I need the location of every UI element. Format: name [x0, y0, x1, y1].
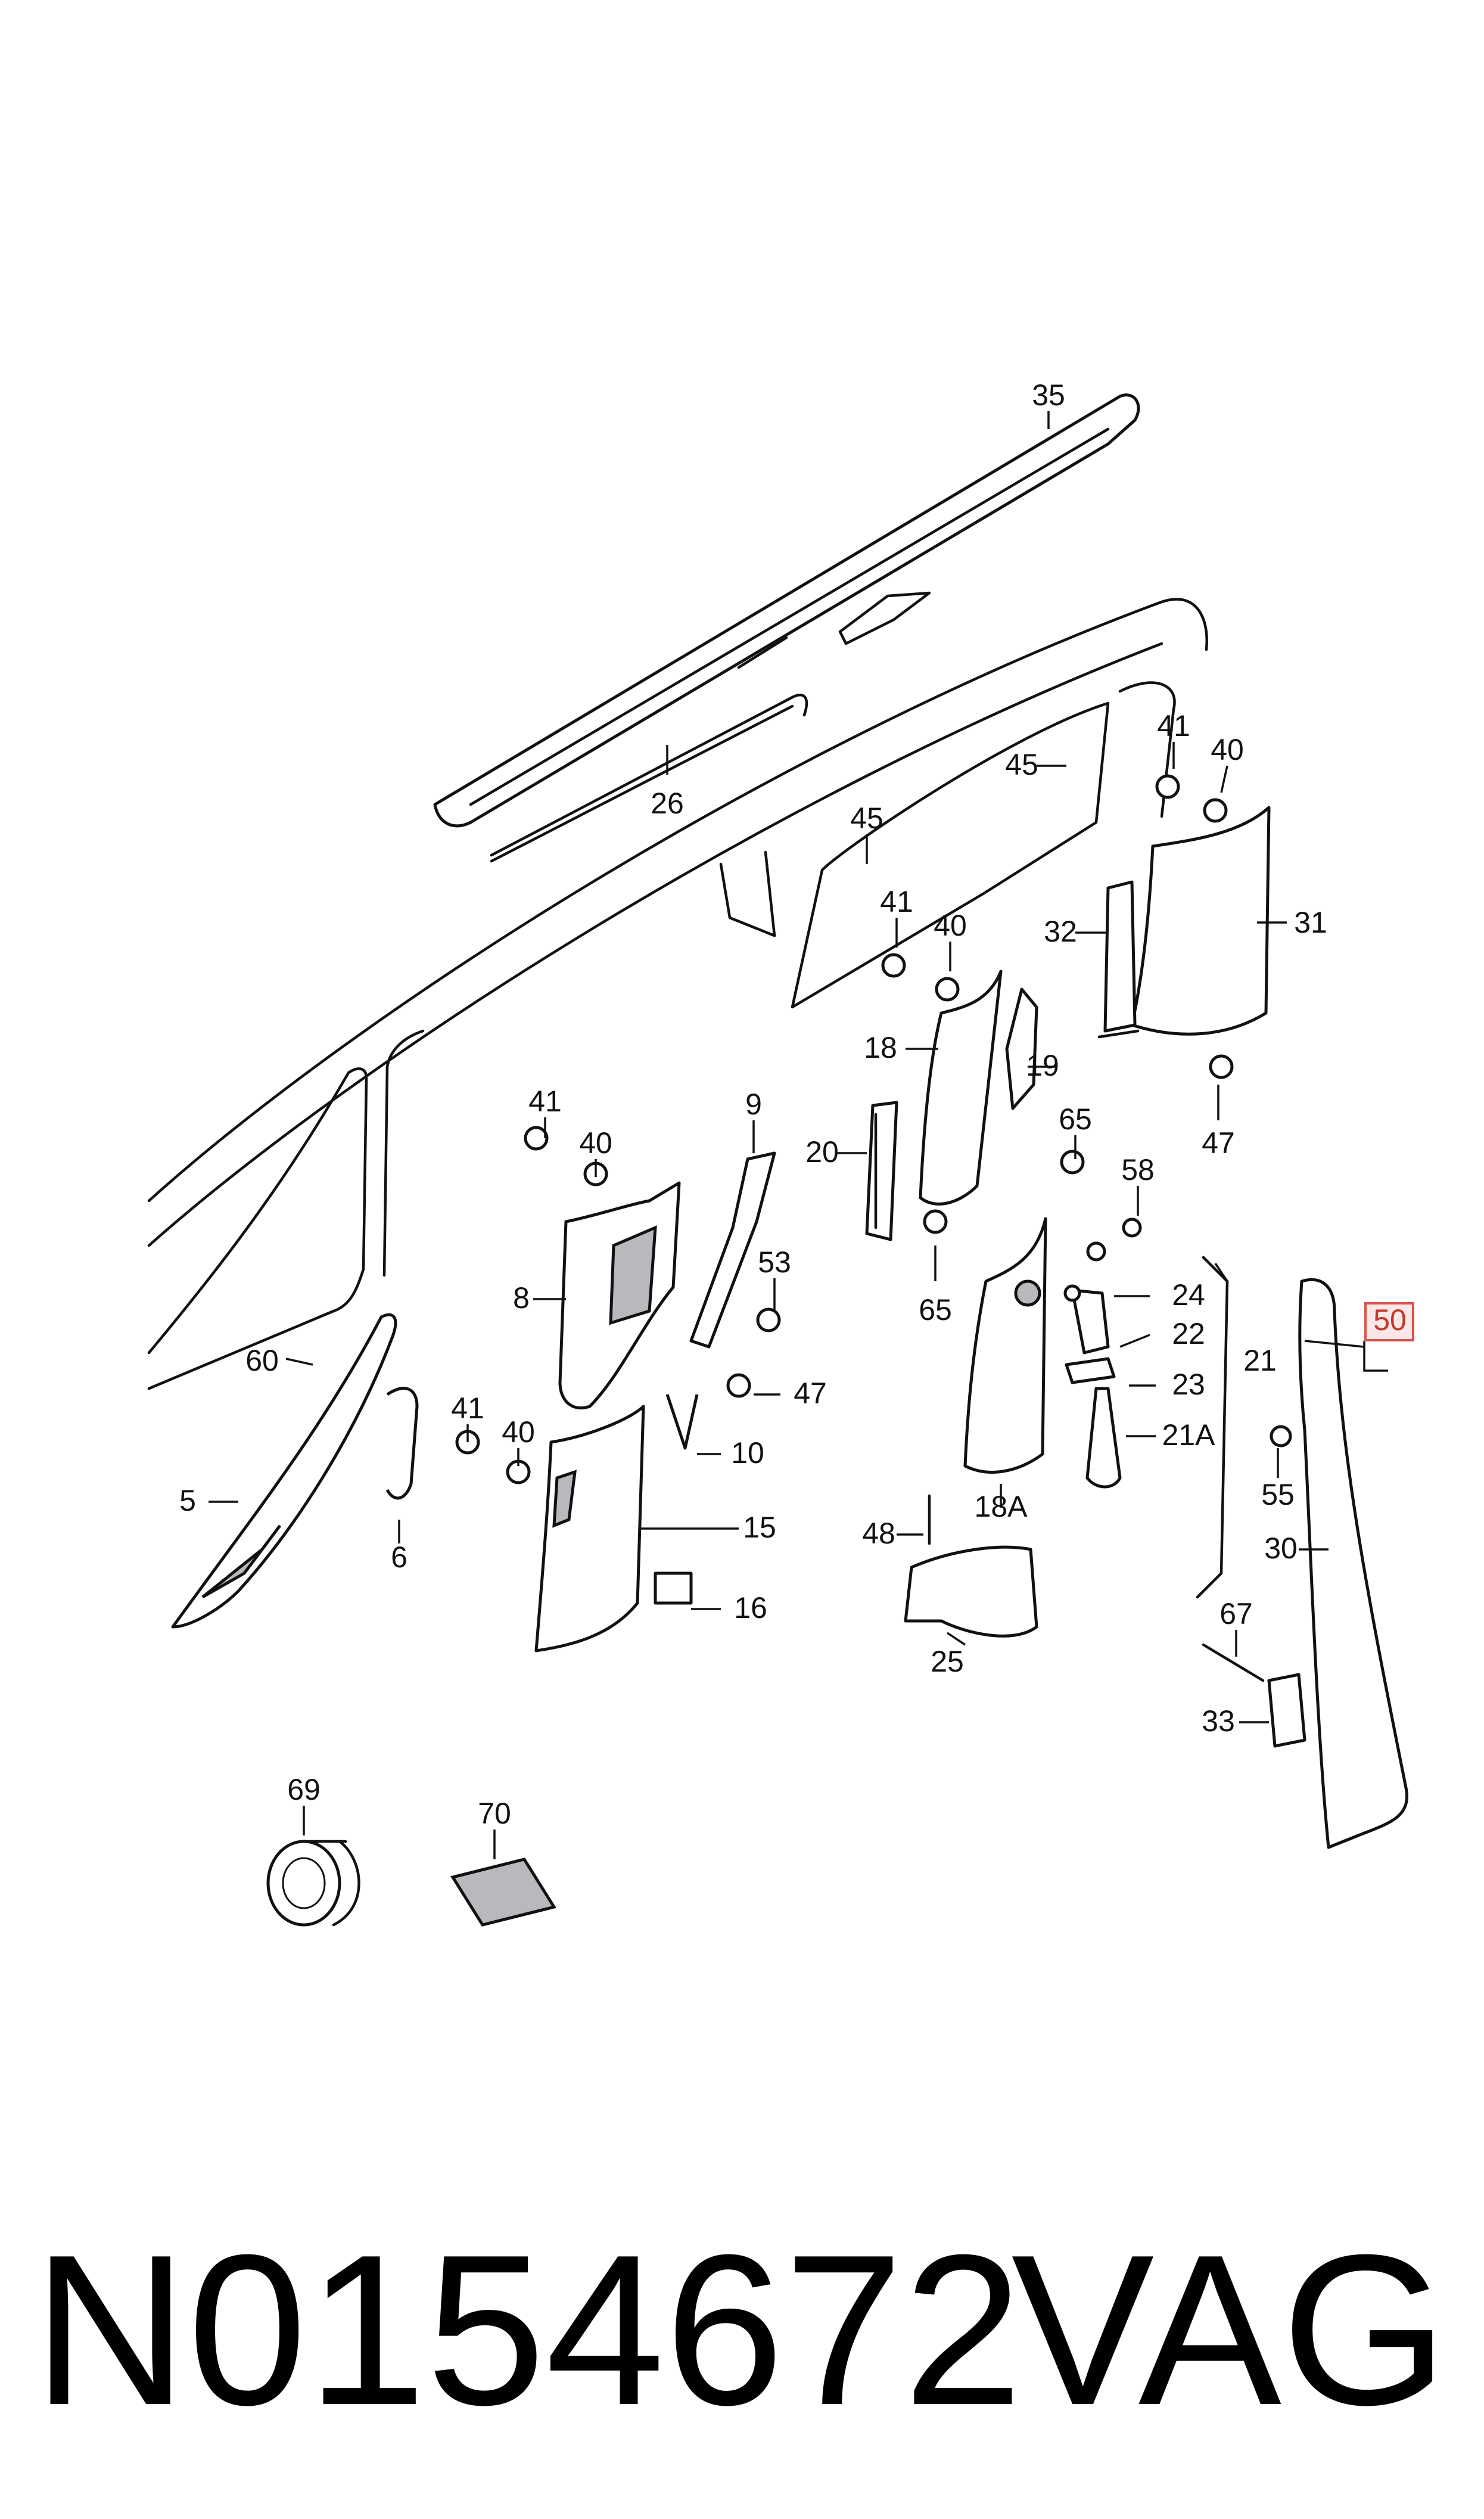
callout-50: 50 [1373, 1303, 1407, 1337]
part-70-pad [450, 1858, 556, 1927]
part-20-bracket [865, 1101, 898, 1241]
callout-60: 60 [245, 1344, 279, 1377]
callout-48: 48 [862, 1517, 895, 1550]
callout-25: 25 [931, 1645, 964, 1678]
part-25-duct [904, 1545, 1038, 1638]
part-31-panel [1130, 806, 1271, 1036]
part-15-trim [534, 1405, 645, 1653]
highlighted-callout-box [1364, 1302, 1414, 1341]
callout-20: 20 [805, 1135, 839, 1169]
callout-9: 9 [745, 1088, 762, 1121]
callout-23: 23 [1172, 1368, 1205, 1401]
callout-41: 41 [880, 885, 913, 918]
callout-41: 41 [528, 1085, 562, 1118]
callout-67: 67 [1219, 1597, 1253, 1630]
callout-26: 26 [651, 787, 684, 820]
brand-name: VAG [1011, 2210, 1448, 2450]
part-33-clip [1267, 1673, 1306, 1748]
part-8-pillar [558, 1181, 681, 1410]
callout-40: 40 [502, 1415, 535, 1449]
part-69-tape-roll [266, 1840, 360, 1927]
part-19-bracket [1005, 987, 1038, 1110]
footer: N0154672 VAG [0, 2217, 1484, 2443]
callout-5: 5 [179, 1484, 196, 1517]
part-67-rivet [1202, 1643, 1265, 1682]
part-32-bracket [1097, 880, 1140, 1039]
callout-41: 41 [451, 1391, 484, 1425]
part-35-roof-trim [433, 393, 1140, 828]
callout-41: 41 [1157, 709, 1190, 743]
callout-45: 45 [850, 802, 883, 835]
callout-33: 33 [1202, 1704, 1235, 1738]
callout-47: 47 [794, 1377, 827, 1410]
part-6-handle [385, 1387, 419, 1500]
callout-10: 10 [731, 1436, 764, 1470]
callout-18a: 18A [975, 1490, 1028, 1523]
callout-65: 65 [919, 1293, 952, 1327]
part-10-clip [665, 1394, 699, 1450]
part-21-belt-assembly [1065, 1256, 1229, 1599]
callout-18: 18 [864, 1031, 897, 1064]
part-30-strip [1298, 1278, 1408, 1849]
part-number: N0154672 [33, 2210, 1023, 2450]
callout-70: 70 [478, 1797, 511, 1830]
callout-31: 31 [1294, 906, 1327, 939]
callout-16: 16 [734, 1591, 767, 1625]
callout-30: 30 [1264, 1532, 1298, 1565]
callout-32: 32 [1044, 915, 1077, 948]
part-26-strip [490, 694, 808, 863]
callout-35: 35 [1032, 378, 1065, 412]
callout-6: 6 [391, 1540, 407, 1574]
part-18-pillar [919, 970, 1003, 1206]
callout-19: 19 [1026, 1049, 1059, 1082]
callout-47: 47 [1202, 1126, 1235, 1160]
callout-69: 69 [287, 1773, 321, 1806]
callout-53: 53 [758, 1245, 791, 1279]
callout-15: 15 [743, 1511, 776, 1544]
callout-58: 58 [1121, 1153, 1155, 1186]
part-9-bracket [689, 1151, 776, 1349]
leader-lines [209, 411, 1388, 1859]
callout-40: 40 [1211, 733, 1244, 766]
callout-21a: 21A [1162, 1418, 1216, 1452]
callout-55: 55 [1261, 1478, 1295, 1511]
part-5-pillar [171, 1313, 397, 1629]
callout-40: 40 [934, 909, 967, 942]
callout-21: 21 [1243, 1344, 1277, 1377]
vehicle-body-outline [147, 598, 1208, 1390]
callout-24: 24 [1172, 1278, 1205, 1312]
part-16-clip [654, 1571, 693, 1605]
callout-65: 65 [1059, 1102, 1092, 1136]
callout-8: 8 [513, 1281, 530, 1315]
part-18A-pillar [963, 1217, 1047, 1474]
callout-40: 40 [579, 1126, 612, 1160]
callout-22: 22 [1172, 1317, 1205, 1350]
callout-45: 45 [1005, 748, 1038, 781]
